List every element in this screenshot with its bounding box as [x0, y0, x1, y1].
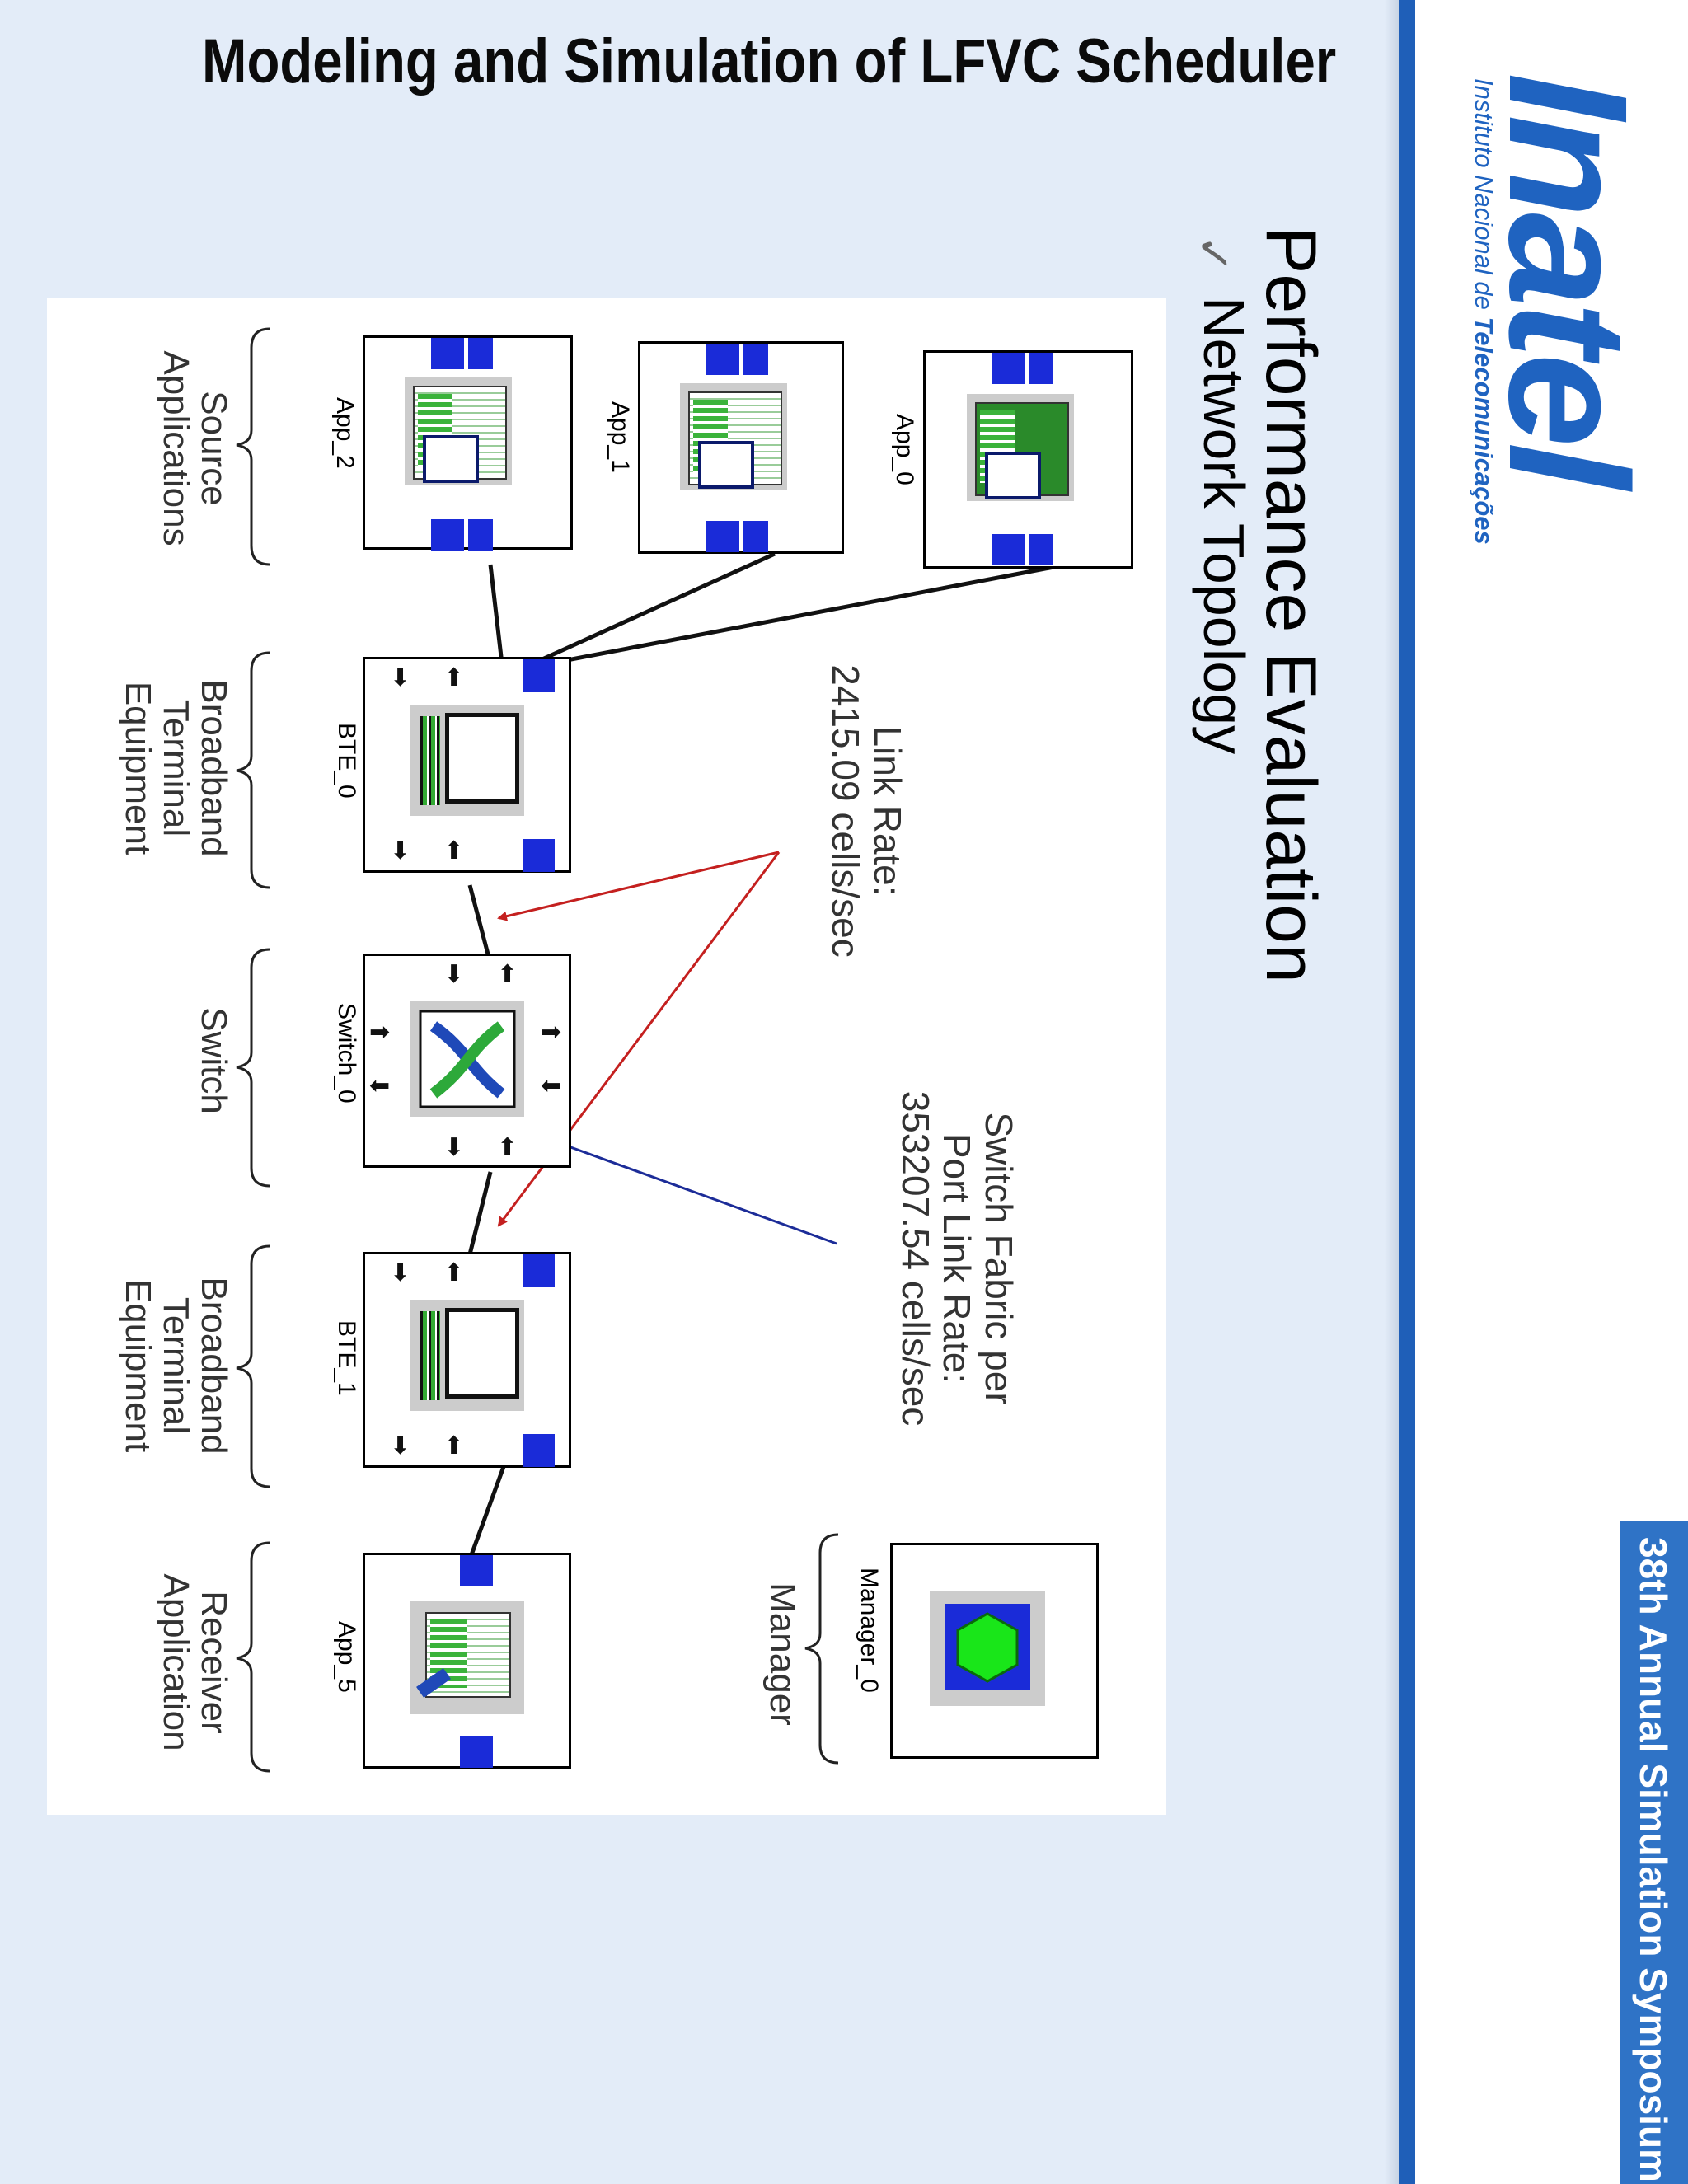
- label-switch-0: Switch_0: [333, 1003, 360, 1104]
- link-app0-bte0: [510, 560, 1081, 673]
- group-bte-b: Broadband Terminal Equipment: [117, 1246, 234, 1485]
- group-source-line-1: Source: [194, 391, 234, 506]
- group-bte-a-line-2: Terminal: [155, 699, 196, 837]
- link-switch-bte1: [467, 1171, 493, 1255]
- node-app-1-icon: [680, 383, 787, 490]
- switch-rate-line-1: Switch Fabric per: [978, 1112, 1020, 1405]
- link-rate-annotation: Link Rate: 2415.09 cells/sec: [824, 630, 909, 992]
- node-bte-1[interactable]: ⬇ ⬆ ⬇ ⬆: [363, 1252, 571, 1468]
- node-app-1[interactable]: [638, 341, 844, 554]
- group-receiver-line-2: Application: [155, 1573, 196, 1751]
- node-manager-0[interactable]: [890, 1543, 1099, 1759]
- logo-subtitle-bold: Telecomunicações: [1470, 316, 1498, 545]
- node-app-2[interactable]: [363, 335, 573, 551]
- braces: [236, 327, 839, 1773]
- link-rate-arrow-1: [497, 851, 780, 921]
- group-bte-b-line-2: Terminal: [155, 1296, 196, 1435]
- label-app-0: App_0: [891, 414, 918, 485]
- band-shadow: [1385, 0, 1399, 2184]
- node-switch-0[interactable]: ⬇ ⬆ ⬇ ⬆ ➡ ⬅ ➡ ⬅: [363, 954, 571, 1168]
- node-bte-1-icon: [410, 1300, 524, 1411]
- group-manager: Manager: [762, 1559, 803, 1749]
- label-app-2: App_2: [331, 397, 359, 469]
- brace-switch: [236, 948, 270, 1188]
- logo-subtitle-prefix: Instituto Nacional de: [1470, 78, 1498, 317]
- group-bte-b-line-3: Equipment: [117, 1278, 158, 1453]
- node-app-5-icon: [410, 1601, 524, 1714]
- group-manager-line-1: Manager: [762, 1582, 803, 1726]
- slide-title: Modeling and Simulation of LFVC Schedule…: [202, 26, 1337, 96]
- switch-rate-arrow: [518, 1127, 837, 1245]
- switch-rate-line-3: 353207.54 cells/sec: [893, 1090, 937, 1427]
- brace-bte-b: [236, 1244, 270, 1488]
- group-receiver-application: Receiver Application: [155, 1547, 234, 1778]
- link-app1-bte0: [515, 551, 776, 673]
- checkmark-icon: ✓: [1188, 235, 1240, 274]
- node-switch-0-icon: [410, 1001, 524, 1117]
- group-bte-b-line-1: Broadband: [194, 1277, 234, 1455]
- switch-rate-annotation: Switch Fabric per Port Link Rate: 353207…: [894, 1040, 1020, 1477]
- label-bte-1: BTE_1: [333, 1320, 360, 1396]
- symposium-text: 38th Annual Simulation Symposium: [1632, 1537, 1675, 2182]
- label-bte-0: BTE_0: [333, 723, 360, 799]
- group-bte-a: Broadband Terminal Equipment: [117, 649, 234, 888]
- node-app-2-icon: [405, 377, 512, 485]
- group-bte-a-line-1: Broadband: [194, 679, 234, 857]
- node-manager-0-icon: [930, 1591, 1045, 1706]
- symposium-banner: [1620, 1521, 1688, 2184]
- node-bte-0-icon: [410, 705, 524, 816]
- section-heading: Performance Evaluation: [1251, 227, 1330, 983]
- group-switch-line-1: Switch: [194, 1007, 234, 1114]
- switch-rate-line-2: Port Link Rate:: [935, 1132, 979, 1385]
- group-source-applications: Source Applications: [155, 333, 234, 564]
- bullet-network-topology: Network Topology: [1192, 297, 1256, 755]
- label-app-1: App_1: [607, 401, 634, 473]
- brace-manager: [804, 1533, 839, 1765]
- link-rate-line-1: Link Rate:: [866, 725, 909, 897]
- brace-source: [236, 327, 270, 566]
- node-app-0-icon: [967, 394, 1074, 501]
- group-source-line-2: Applications: [155, 350, 196, 546]
- link-app2-bte0: [488, 564, 505, 672]
- brace-receiver: [236, 1541, 270, 1773]
- node-app-0[interactable]: [923, 350, 1133, 569]
- label-manager-0: Manager_0: [856, 1568, 883, 1693]
- topology-diagram: App_0 App_1: [47, 298, 1166, 1815]
- node-app-5[interactable]: [363, 1553, 571, 1769]
- inatel-logo: Inatel: [1474, 73, 1662, 485]
- link-rate-line-2: 2415.09 cells/sec: [824, 664, 868, 958]
- group-switch: Switch: [194, 982, 234, 1139]
- node-bte-0[interactable]: ⬇ ⬆ ⬇ ⬆: [363, 657, 571, 873]
- inatel-logo-subtitle: Instituto Nacional de Telecomunicações: [1469, 78, 1498, 545]
- group-bte-a-line-3: Equipment: [117, 681, 158, 855]
- label-app-5: App_5: [333, 1621, 360, 1693]
- band-divider: [1399, 0, 1415, 2184]
- brace-bte-a: [236, 651, 270, 889]
- group-receiver-line-1: Receiver: [194, 1591, 234, 1734]
